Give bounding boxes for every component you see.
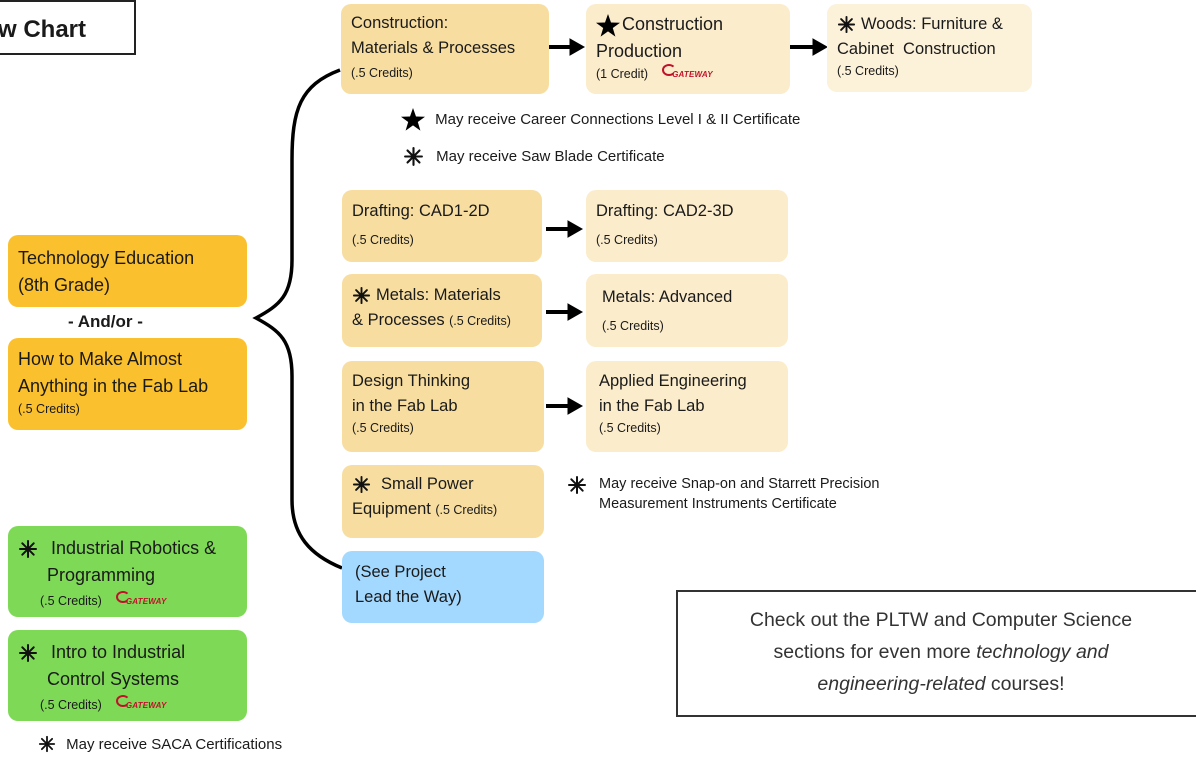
metals-adv-line1: Metals: Advanced	[602, 288, 733, 306]
control-line1: Intro to Industrial	[51, 642, 186, 662]
asterisk-icon	[403, 146, 424, 167]
woods-line1: Woods: Furniture &	[861, 15, 1003, 33]
callout-line2a: sections for even more	[773, 641, 977, 663]
robotics-credits: (.5 Credits)	[40, 594, 102, 608]
asterisk-icon	[837, 15, 856, 34]
metals-credits: (.5 Credits)	[449, 314, 511, 328]
course-cad2: Drafting: CAD2-3D (.5 Credits)	[586, 190, 788, 262]
branch-brace	[252, 68, 343, 570]
gateway-logo: GATEWAY	[115, 590, 167, 611]
arrow-production	[790, 38, 829, 56]
fab-lab-credits: (.5 Credits)	[18, 402, 80, 416]
and-or-label: - And/or -	[68, 312, 143, 331]
page-title: w Chart	[0, 0, 136, 55]
cad2-line1: Drafting: CAD2-3D	[596, 202, 734, 220]
star-icon	[401, 108, 425, 131]
pltw-line2: Lead the Way)	[355, 588, 462, 606]
course-woods: Woods: Furniture & Cabinet Construction …	[827, 4, 1032, 92]
control-credits: (.5 Credits)	[40, 698, 102, 712]
course-metals: Metals: Materials & Processes (.5 Credit…	[342, 274, 542, 347]
asterisk-icon	[18, 643, 38, 663]
tech-ed-line1: Technology Education	[18, 248, 195, 268]
woods-credits: (.5 Credits)	[837, 64, 899, 78]
production-credits: (1 Credit)	[596, 67, 649, 81]
course-construction: Construction: Materials & Processes (.5 …	[341, 4, 549, 94]
snapon-line1: May receive Snap-on and Starrett Precisi…	[599, 476, 880, 492]
pltw-line1: (See Project	[355, 563, 446, 581]
metals-line1: Metals: Materials	[376, 286, 501, 304]
callout-line1: Check out the PLTW and Computer Science	[749, 609, 1133, 631]
control-line2: Control Systems	[47, 669, 180, 689]
applied-credits: (.5 Credits)	[599, 421, 661, 435]
construction-line1: Construction:	[351, 14, 449, 32]
applied-line1: Applied Engineering	[599, 372, 747, 390]
asterisk-icon	[352, 286, 371, 305]
title-text: w Chart	[0, 16, 87, 43]
course-industrial-robotics: Industrial Robotics & Programming (.5 Cr…	[8, 526, 247, 617]
construction-credits: (.5 Credits)	[351, 66, 413, 80]
course-design-thinking: Design Thinking in the Fab Lab (.5 Credi…	[342, 361, 544, 452]
design-credits: (.5 Credits)	[352, 421, 414, 435]
course-small-power: Small Power Equipment (.5 Credits)	[342, 465, 544, 538]
sawblade-note-text: May receive Saw Blade Certificate	[436, 148, 665, 165]
course-cad1: Drafting: CAD1-2D (.5 Credits)	[342, 190, 542, 262]
cad2-credits: (.5 Credits)	[596, 233, 658, 247]
arrow-design	[546, 397, 584, 415]
arrow-metals	[546, 303, 584, 321]
course-industrial-control: Intro to Industrial Control Systems (.5 …	[8, 630, 247, 721]
arrow-cad	[546, 220, 584, 238]
gateway-logo: GATEWAY	[115, 694, 167, 715]
construction-line2: Materials & Processes	[351, 39, 516, 57]
small-power-line2: Equipment	[352, 500, 431, 518]
saca-note: May receive SACA Certifications	[38, 735, 282, 753]
fab-lab-line1: How to Make Almost	[18, 349, 183, 369]
sawblade-note: May receive Saw Blade Certificate	[403, 146, 665, 167]
metals-adv-credits: (.5 Credits)	[602, 319, 664, 333]
robotics-line2: Programming	[47, 565, 156, 585]
course-fab-lab: How to Make Almost Anything in the Fab L…	[8, 338, 247, 430]
arrow-construction	[549, 38, 586, 56]
asterisk-icon	[18, 539, 38, 559]
metals-line2: & Processes	[352, 311, 445, 329]
snapon-line2: Measurement Instruments Certificate	[599, 496, 837, 512]
asterisk-icon	[38, 735, 56, 753]
cad1-credits: (.5 Credits)	[352, 233, 414, 247]
production-line2: Production	[596, 41, 683, 61]
star-icon	[596, 13, 620, 37]
course-applied-engineering: Applied Engineering in the Fab Lab (.5 C…	[586, 361, 788, 452]
small-power-credits: (.5 Credits)	[435, 503, 498, 517]
callout-line3b: courses!	[985, 673, 1065, 695]
course-construction-production: Construction Production (1 Credit) GATEWA…	[586, 4, 790, 94]
course-metals-advanced: Metals: Advanced (.5 Credits)	[586, 274, 788, 347]
gateway-logo: GATEWAY	[662, 63, 713, 84]
callout-line3a: engineering-related	[817, 673, 986, 695]
applied-line2: in the Fab Lab	[599, 397, 705, 415]
asterisk-icon	[567, 475, 587, 495]
callout-line2b: technology and	[976, 641, 1109, 663]
course-pltw-link[interactable]: (See Project Lead the Way)	[342, 551, 544, 623]
snapon-note: May receive Snap-on and Starrett Precisi…	[567, 474, 880, 514]
design-line2: in the Fab Lab	[352, 397, 458, 415]
pltw-callout: Check out the PLTW and Computer Science …	[676, 590, 1196, 717]
fab-lab-line2: Anything in the Fab Lab	[18, 376, 209, 396]
robotics-line1: Industrial Robotics &	[51, 538, 217, 558]
cad1-line1: Drafting: CAD1-2D	[352, 202, 490, 220]
saca-note-text: May receive SACA Certifications	[66, 735, 283, 753]
career-note-text: May receive Career Connections Level I &…	[435, 111, 801, 128]
woods-line2: Cabinet Construction	[837, 40, 996, 58]
course-technology-education: Technology Education (8th Grade)	[8, 235, 247, 307]
production-line1: Construction	[622, 14, 724, 34]
tech-ed-line2: (8th Grade)	[18, 275, 111, 295]
asterisk-icon	[352, 475, 371, 494]
design-line1: Design Thinking	[352, 372, 471, 390]
small-power-line1: Small Power	[381, 475, 474, 493]
career-note: May receive Career Connections Level I &…	[401, 108, 800, 131]
